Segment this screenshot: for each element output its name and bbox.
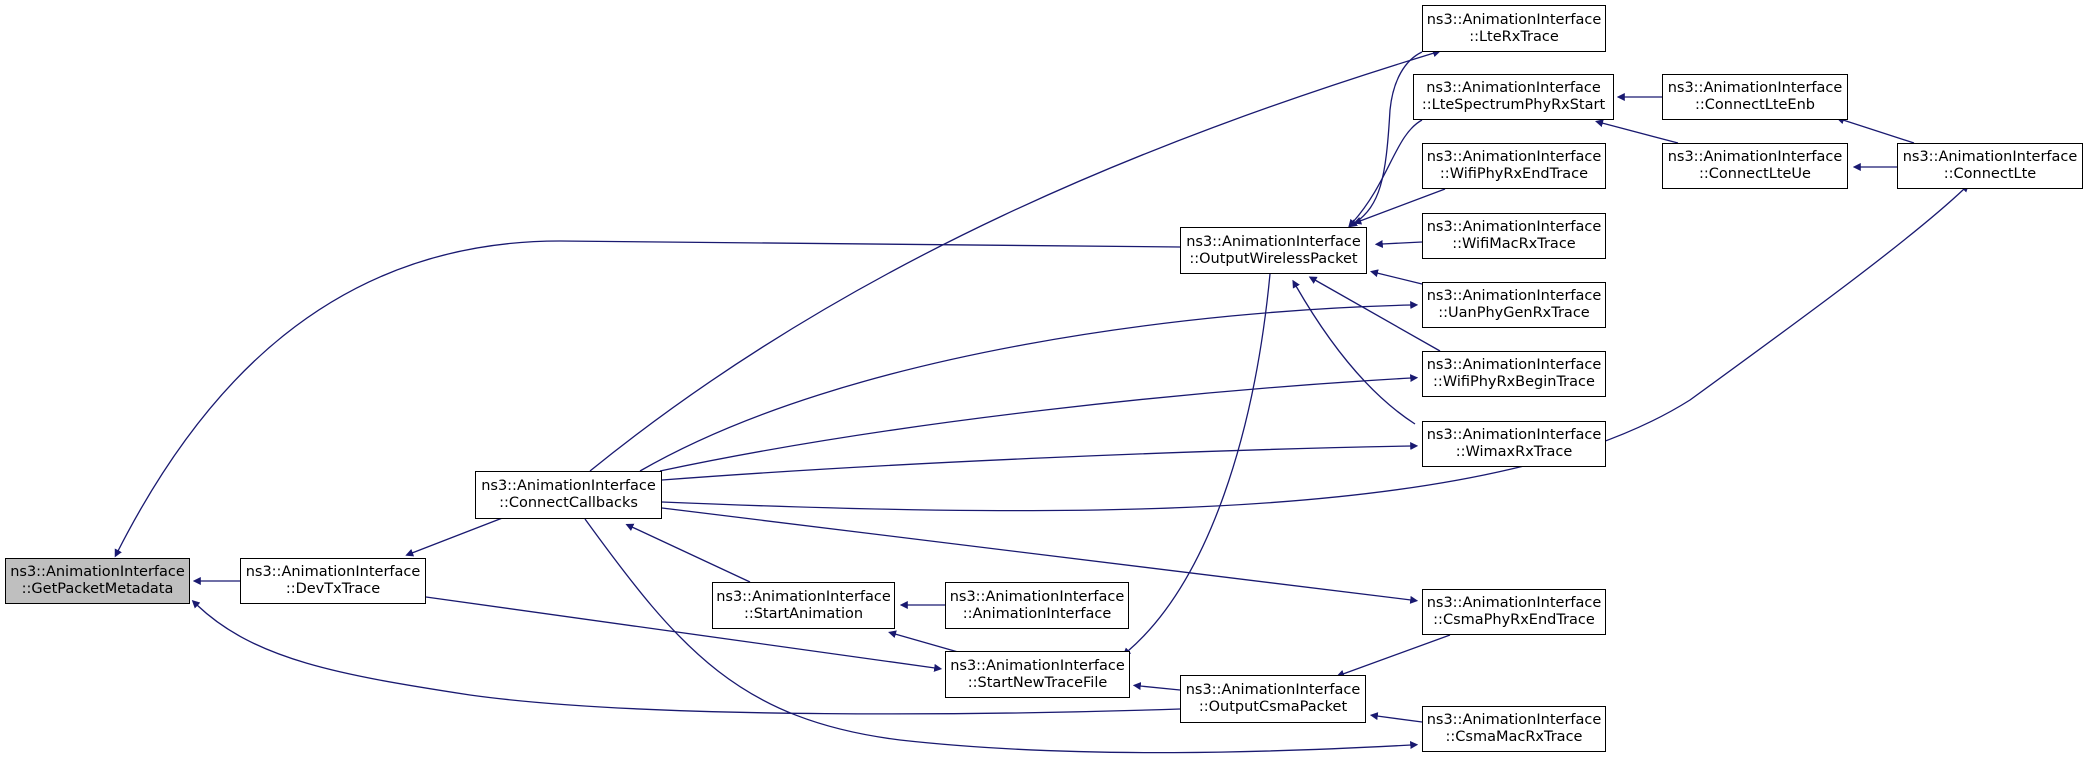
node-devtxtrace-line2: ::DevTxTrace — [285, 581, 381, 597]
node-wimaxrxtrace-line2: ::WimaxRxTrace — [1455, 444, 1573, 460]
node-wifiphyrxendtrace-line1: ns3::AnimationInterface — [1426, 149, 1602, 165]
edge-wifiphyrxbegintrace-to-outputwirelesspacket — [1308, 276, 1441, 352]
node-csmamacrxtrace[interactable]: ns3::AnimationInterface ::CsmaMacRxTrace — [1422, 706, 1606, 752]
node-outputcsmapacket-line1: ns3::AnimationInterface — [1185, 682, 1361, 698]
node-startnewtracefile[interactable]: ns3::AnimationInterface ::StartNewTraceF… — [945, 651, 1130, 698]
node-wifiphyrxbegintrace[interactable]: ns3::AnimationInterface ::WifiPhyRxBegin… — [1422, 351, 1606, 397]
node-devtxtrace[interactable]: ns3::AnimationInterface ::DevTxTrace — [240, 558, 426, 604]
edge-ltespectrumphyrxstart-to-outputwirelesspacket — [1348, 119, 1423, 228]
node-wifimacrxtrace-line2: ::WifiMacRxTrace — [1452, 236, 1576, 252]
node-wifiphyrxendtrace-line2: ::WifiPhyRxEndTrace — [1439, 166, 1589, 182]
edge-wifiphyrxendtrace-to-outputwirelesspacket — [1353, 188, 1446, 225]
edge-connectlteue-to-ltespectrumphyrxstart — [1595, 119, 1679, 144]
node-csmaphyrxendtrace[interactable]: ns3::AnimationInterface ::CsmaPhyRxEndTr… — [1422, 589, 1606, 635]
node-outputwirelesspacket[interactable]: ns3::AnimationInterface ::OutputWireless… — [1180, 227, 1367, 274]
node-connectlteenb-line2: ::ConnectLteEnb — [1695, 97, 1815, 113]
node-wifimacrxtrace-line1: ns3::AnimationInterface — [1426, 219, 1602, 235]
node-startanimation-line2: ::StartAnimation — [743, 605, 864, 622]
edge-connectcallbacks-to-devtxtrace — [405, 516, 506, 557]
node-wifiphyrxbegintrace-line1: ns3::AnimationInterface — [1426, 357, 1602, 373]
edge-startnewtracefile-to-outputwirelesspacket — [1122, 273, 1271, 656]
node-startanimation-line1: ns3::AnimationInterface — [716, 588, 891, 605]
node-uanphygenrxtrace-line1: ns3::AnimationInterface — [1426, 288, 1602, 304]
node-getpacketmetadata-line1: ns3::AnimationInterface — [10, 564, 185, 580]
node-startnewtracefile-line1: ns3::AnimationInterface — [950, 657, 1125, 674]
edge-startanimation-to-connectcallbacks — [625, 523, 751, 583]
node-connectlte[interactable]: ns3::AnimationInterface ::ConnectLte — [1897, 143, 2083, 189]
node-wimaxrxtrace[interactable]: ns3::AnimationInterface ::WimaxRxTrace — [1422, 421, 1606, 467]
node-connectlteenb-line1: ns3::AnimationInterface — [1667, 80, 1843, 96]
edge-outputcsmapacket-to-startnewtracefile — [1132, 682, 1181, 691]
node-outputwirelesspacket-line2: ::OutputWirelessPacket — [1189, 250, 1358, 267]
node-connectlteue-line2: ::ConnectLteUe — [1699, 166, 1811, 182]
edge-connectcallbacks-to-lterxtrace — [589, 49, 1441, 472]
node-lterxtrace[interactable]: ns3::AnimationInterface ::LteRxTrace — [1422, 5, 1606, 52]
edge-connectcallbacks-to-csmaphyrxendtrace — [661, 507, 1419, 604]
edge-csmamacrxtrace-to-outputcsmapacket — [1369, 712, 1423, 723]
node-wifiphyrxbegintrace-line2: ::WifiPhyRxBeginTrace — [1433, 374, 1595, 390]
node-connectlteue-line1: ns3::AnimationInterface — [1667, 149, 1843, 165]
node-csmamacrxtrace-line1: ns3::AnimationInterface — [1426, 712, 1602, 728]
edge-devtxtrace-to-startnewtracefile — [425, 596, 943, 672]
node-connectlte-line2: ::ConnectLte — [1943, 166, 2037, 182]
node-startnewtracefile-line2: ::StartNewTraceFile — [967, 674, 1108, 691]
edge-connectlte-to-connectlteenb — [1836, 116, 1915, 144]
edge-wimaxrxtrace-to-outputwirelesspacket — [1292, 279, 1416, 425]
edge-csmaphyrxendtrace-to-outputcsmapacket — [1336, 634, 1451, 678]
node-devtxtrace-line1: ns3::AnimationInterface — [245, 564, 421, 580]
edge-connectcallbacks-to-wifiphyrxbegintrace — [659, 374, 1419, 472]
node-connectlte-line1: ns3::AnimationInterface — [1902, 149, 2078, 165]
edge-lterxtrace-to-outputwirelesspacket — [1349, 51, 1423, 228]
node-csmaphyrxendtrace-line1: ns3::AnimationInterface — [1426, 595, 1602, 611]
node-wifimacrxtrace[interactable]: ns3::AnimationInterface ::WifiMacRxTrace — [1422, 213, 1606, 259]
node-getpacketmetadata-line2: ::GetPacketMetadata — [21, 581, 174, 597]
node-lterxtrace-line1: ns3::AnimationInterface — [1426, 11, 1602, 28]
edge-connectcallbacks-to-wimaxrxtrace — [661, 442, 1419, 481]
edge-connectcallbacks-to-uanphygenrxtrace — [639, 301, 1419, 472]
node-ltespectrumphyrxstart-line1: ns3::AnimationInterface — [1426, 80, 1601, 96]
node-wimaxrxtrace-line1: ns3::AnimationInterface — [1426, 427, 1602, 443]
node-animationinterface-line1: ns3::AnimationInterface — [949, 588, 1125, 605]
edge-outputcsmapacket-to-getpacketmetadata — [191, 600, 1181, 715]
node-ltespectrumphyrxstart-line2: ::LteSpectrumPhyRxStart — [1421, 97, 1606, 113]
node-outputcsmapacket-line2: ::OutputCsmaPacket — [1198, 699, 1348, 715]
node-outputcsmapacket[interactable]: ns3::AnimationInterface ::OutputCsmaPack… — [1180, 675, 1366, 723]
node-uanphygenrxtrace-line2: ::UanPhyGenRxTrace — [1438, 305, 1590, 321]
edge-uanphygenrxtrace-to-outputwirelesspacket — [1370, 269, 1423, 285]
node-ltespectrumphyrxstart[interactable]: ns3::AnimationInterface ::LteSpectrumPhy… — [1413, 74, 1614, 120]
node-csmamacrxtrace-line2: ::CsmaMacRxTrace — [1445, 729, 1583, 745]
node-csmaphyrxendtrace-line2: ::CsmaPhyRxEndTrace — [1433, 612, 1595, 628]
edge-connectcallbacks-to-csmamacrxtrace — [584, 518, 1419, 754]
edge-startnewtracefile-to-startanimation — [888, 630, 966, 655]
node-getpacketmetadata: ns3::AnimationInterface ::GetPacketMetad… — [5, 558, 190, 604]
node-uanphygenrxtrace[interactable]: ns3::AnimationInterface ::UanPhyGenRxTra… — [1422, 282, 1606, 328]
node-connectcallbacks[interactable]: ns3::AnimationInterface ::ConnectCallbac… — [475, 471, 662, 519]
node-connectlteenb[interactable]: ns3::AnimationInterface ::ConnectLteEnb — [1662, 74, 1848, 120]
node-connectcallbacks-line2: ::ConnectCallbacks — [499, 495, 638, 511]
node-connectlteue[interactable]: ns3::AnimationInterface ::ConnectLteUe — [1662, 143, 1848, 189]
node-wifiphyrxendtrace[interactable]: ns3::AnimationInterface ::WifiPhyRxEndTr… — [1422, 143, 1606, 189]
node-animationinterface-line2: ::AnimationInterface — [962, 605, 1112, 622]
node-animationinterface[interactable]: ns3::AnimationInterface ::AnimationInter… — [945, 582, 1129, 629]
node-outputwirelesspacket-line1: ns3::AnimationInterface — [1186, 233, 1361, 250]
node-startanimation[interactable]: ns3::AnimationInterface ::StartAnimation — [712, 582, 895, 629]
node-lterxtrace-line2: ::LteRxTrace — [1469, 28, 1559, 45]
node-connectcallbacks-line1: ns3::AnimationInterface — [481, 478, 656, 494]
edge-wifimacrxtrace-to-outputwirelesspacket — [1374, 239, 1423, 248]
